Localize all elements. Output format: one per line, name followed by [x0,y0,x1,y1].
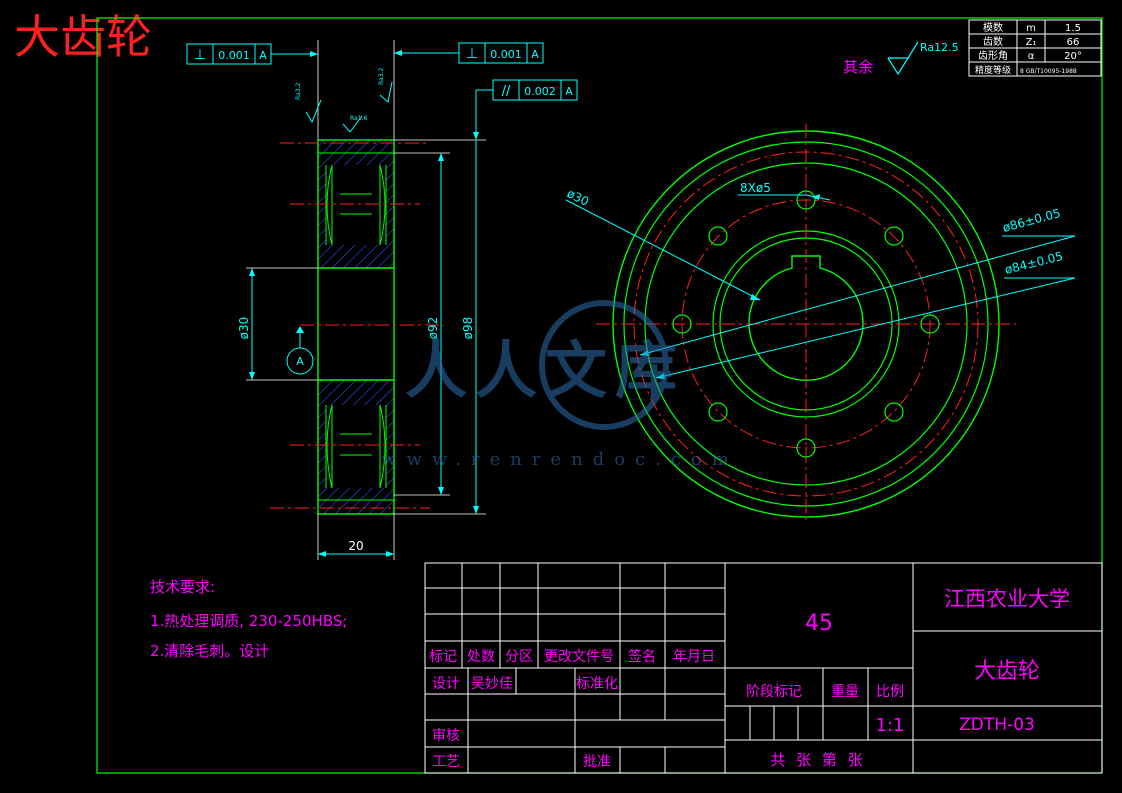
tol-right-value: 0.001 [490,48,522,61]
param-label-0: 模数 [983,21,1003,34]
tech-req-item-1: 2.清除毛刺。设计 [150,642,269,660]
sheets-label: 共 张 第 张 [770,751,865,769]
roughness-other-symbol: 其余 Ra12.5 [843,41,959,76]
dim-width: 20 [348,539,363,553]
tech-req-title: 技术要求: [150,578,215,596]
tolerance-frame-left: ⊥ 0.001 A [186,43,318,65]
roughness-other-label: 其余 [843,58,873,76]
watermark: 人人文库 www.renrendoc.com [381,300,739,470]
approve-label: 批准 [583,754,611,770]
designer-name: 吴妙佳 [471,676,513,692]
param-value-2: 20° [1064,51,1082,62]
drawing-big-title: 大齿轮 [14,10,152,64]
tolerance-frame-parallel: // 0.002 A [473,79,578,140]
gear-parameter-table: 模数 m 1.5 齿数 Z₁ 66 齿形角 α 20° 精度等级 8 GB/T1… [968,19,1102,77]
weight-label: 重量 [831,684,859,700]
scale-value: 1:1 [876,715,905,736]
tol-parallel-value: 0.002 [524,85,556,98]
tol-left-symbol: ⊥ [194,47,206,63]
bolt-holes [672,190,940,458]
param-symbol-1: Z₁ [1026,37,1037,48]
param-label-2: 齿形角 [978,50,1008,62]
gear-section-view: Ra3.2 Ra1.6 Ra3.2 [270,40,440,515]
tol-left-datum: A [259,49,267,62]
dim-outer: ø98 [461,317,475,340]
dim-pitch: ø92 [426,317,440,340]
material-value: 45 [805,611,833,636]
title-block [424,562,1103,774]
param-value-1: 66 [1067,37,1080,48]
roughness-mark-0: Ra3.2 [295,83,302,100]
ratio-label: 比例 [876,684,904,700]
header-5: 年月日 [673,649,715,665]
datum-label: A [296,355,304,368]
dim-front-bore: ø30 [565,186,592,209]
tol-right-datum: A [531,48,539,61]
part-name: 大齿轮 [974,659,1040,684]
header-2: 分区 [505,649,533,665]
gear-front-view [596,124,1016,524]
tol-left-value: 0.001 [218,49,250,62]
dim-ring1: ø86±0.05 [1001,206,1062,235]
title-block-text: 标记 处数 分区 更改文件号 签名 年月日 设计 吴妙佳 标准化 审核 工艺 批… [429,587,1070,770]
param-symbol-0: m [1026,23,1036,34]
tech-req-item-0: 1.热处理调质, 230-250HBS; [150,612,347,630]
roughness-mark-2: Ra3.2 [378,68,385,85]
header-3: 更改文件号 [544,649,614,665]
tol-right-symbol: ⊥ [466,46,478,62]
school-name: 江西农业大学 [944,587,1070,611]
param-label-3: 精度等级 [975,64,1011,76]
tolerance-frame-right: ⊥ 0.001 A [394,42,544,64]
param-value-3: 8 GB/T10095-1988 [1020,68,1077,75]
watermark-url: www.renrendoc.com [381,449,739,470]
standard-label: 标准化 [576,676,618,692]
dim-holes: 8Xø5 [740,181,771,195]
param-value-0: 1.5 [1065,23,1081,34]
tol-parallel-symbol: // [502,84,511,99]
watermark-text: 人人文库 [405,334,685,407]
param-symbol-2: α [1028,51,1035,62]
header-1: 处数 [467,649,495,665]
tol-parallel-datum: A [565,85,573,98]
stage-label: 阶段标记 [746,684,802,700]
dim-bore: ø30 [237,317,251,340]
param-label-1: 齿数 [983,35,1003,48]
header-0: 标记 [429,649,457,665]
review-label: 审核 [432,728,460,744]
drawing-number: ZDTH-03 [959,715,1035,735]
process-label: 工艺 [432,754,460,770]
technical-requirements: 技术要求: 1.热处理调质, 230-250HBS; 2.清除毛刺。设计 [150,578,347,660]
header-4: 签名 [628,648,656,665]
section-dimensions: ø30 A ø92 ø98 20 [237,139,486,560]
design-label: 设计 [432,676,460,692]
roughness-mark-1: Ra1.6 [350,115,367,122]
roughness-other-value: Ra12.5 [920,41,959,54]
